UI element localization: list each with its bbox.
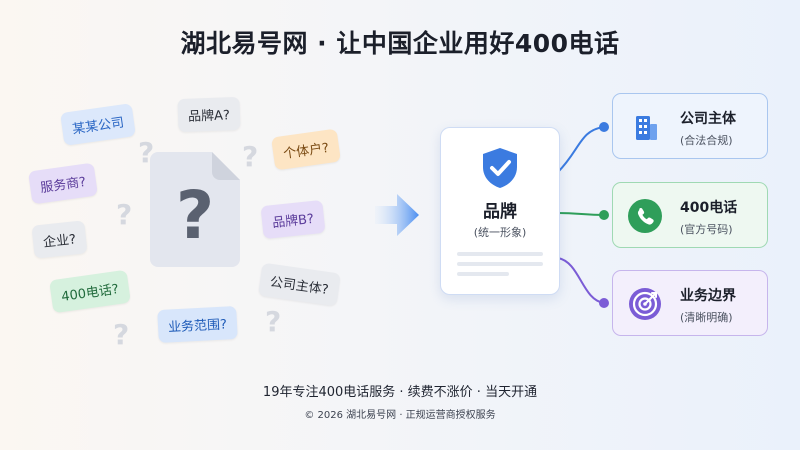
card-scope: 业务边界 (清晰明确) xyxy=(612,270,768,336)
arrow-right-icon xyxy=(375,194,419,236)
card-subtitle: (清晰明确) xyxy=(680,311,733,324)
card-entity: 公司主体 (合法合规) xyxy=(612,93,768,159)
footer-tagline: 19年专注400电话服务 · 续费不涨价 · 当天开通 xyxy=(262,385,538,400)
building-icon xyxy=(636,116,657,140)
svg-text:?: ? xyxy=(176,177,214,254)
shield-check-icon xyxy=(483,148,517,188)
placeholder-line xyxy=(457,252,543,256)
card-subtitle: (合法合规) xyxy=(680,134,733,147)
footer-copyright: © 2026 湖北易号网 · 正规运营商授权服务 xyxy=(304,410,496,421)
brand-title: 品牌 xyxy=(483,202,517,222)
card-title: 400电话 xyxy=(680,200,738,216)
placeholder-line xyxy=(457,262,543,266)
question-document-icon: ? xyxy=(150,152,240,267)
target-icon xyxy=(629,288,661,320)
page-title: 湖北易号网 · 让中国企业用好400电话 xyxy=(180,29,620,58)
brand-subtitle: (统一形象) xyxy=(473,226,527,239)
placeholder-line xyxy=(457,272,509,276)
question-mark-icon: ? xyxy=(265,305,282,338)
question-mark-icon: ? xyxy=(116,198,133,231)
question-mark-icon: ? xyxy=(242,140,259,173)
card-title: 业务边界 xyxy=(680,288,736,304)
card-title: 公司主体 xyxy=(680,111,736,127)
brand-card: 品牌 (统一形象) xyxy=(440,127,560,295)
card-phone: 400电话 (官方号码) xyxy=(612,182,768,248)
phone-icon xyxy=(628,199,662,233)
card-subtitle: (官方号码) xyxy=(680,223,733,236)
question-mark-icon: ? xyxy=(113,318,130,351)
